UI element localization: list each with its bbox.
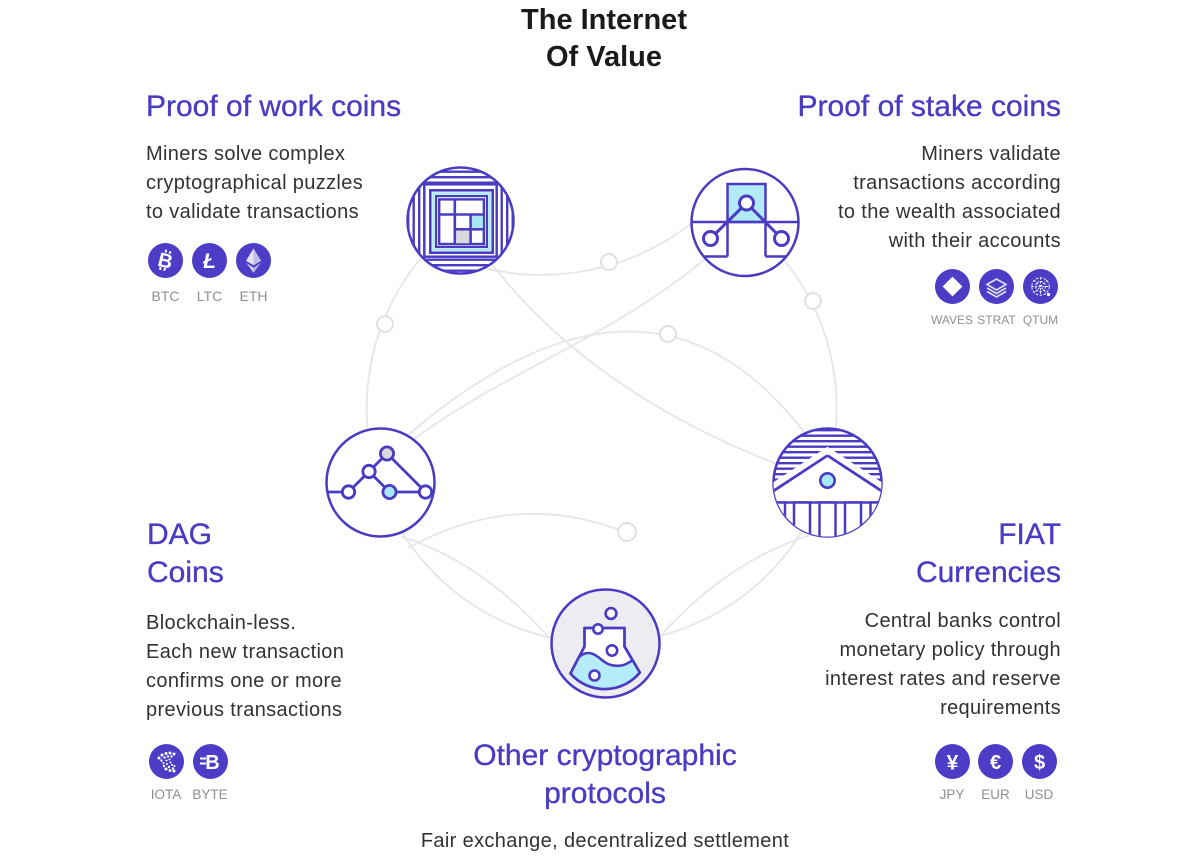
- svg-text:¥: ¥: [946, 751, 958, 774]
- svg-text:B: B: [205, 752, 219, 774]
- svg-text:Ł: Ł: [202, 250, 216, 273]
- svg-text:$: $: [1033, 752, 1044, 774]
- svg-text:€: €: [990, 752, 1001, 774]
